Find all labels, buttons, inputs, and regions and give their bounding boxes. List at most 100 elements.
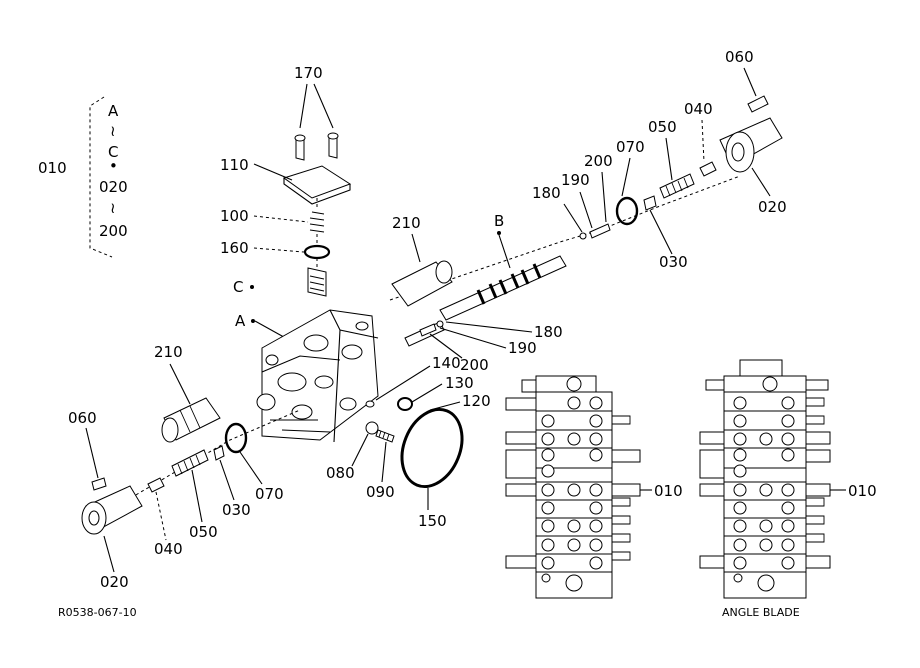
callout-030-top: 030: [659, 253, 688, 271]
port-circle: [589, 414, 603, 428]
callout-120: 120: [462, 392, 491, 410]
callout-200-top: 200: [584, 152, 613, 170]
variant-020: 020: [99, 178, 128, 196]
callout-210-left: 210: [154, 343, 183, 361]
port-circle: [781, 538, 795, 552]
port-circle: [589, 448, 603, 462]
callout-020-left: 020: [100, 573, 129, 591]
callout-080: 080: [326, 464, 355, 482]
cap-assembly: 170 110 100 160: [220, 64, 352, 297]
port-circle: [781, 556, 795, 570]
port-circle: [759, 483, 773, 497]
callout-150: 150: [418, 512, 447, 530]
port-circle: [567, 432, 581, 446]
port-circle: [781, 501, 795, 515]
port-circle: [759, 519, 773, 533]
side-lug: [699, 449, 725, 479]
callout-100: 100: [220, 207, 249, 225]
callout-160: 160: [220, 239, 249, 257]
port-circle: [733, 396, 747, 410]
marker-a: A: [235, 312, 246, 330]
side-tab: [806, 515, 825, 525]
port-circle: [759, 538, 773, 552]
side-tab: [612, 533, 631, 543]
callout-190-mid: 190: [508, 339, 537, 357]
callout-190-top: 190: [561, 171, 590, 189]
port-circle: [733, 519, 747, 533]
variant-tilde-2: ≀: [110, 199, 116, 217]
caption-angle-blade: ANGLE BLADE: [722, 606, 800, 619]
callout-050-left: 050: [189, 523, 218, 541]
side-tab: [806, 397, 825, 407]
callout-090: 090: [366, 483, 395, 501]
side-tab: [612, 497, 631, 507]
callout-210-top: 210: [392, 214, 421, 232]
side-lug: [611, 483, 641, 497]
marker-c: C: [233, 278, 243, 296]
callout-040-left: 040: [154, 540, 183, 558]
port-circle: [567, 519, 581, 533]
callout-130: 130: [445, 374, 474, 392]
variant-dot: •: [109, 157, 118, 175]
callout-200-mid: 200: [460, 356, 489, 374]
side-tab: [806, 415, 825, 425]
side-lug: [505, 555, 537, 569]
side-tab: [612, 415, 631, 425]
port-circle: [541, 538, 555, 552]
callout-020-top: 020: [758, 198, 787, 216]
lower-left-assembly: 210 070 030 050 040 020 060: [68, 343, 301, 591]
port-circle: [567, 483, 581, 497]
marker-b: B: [494, 212, 504, 230]
side-lug: [611, 449, 641, 463]
port-circle: [541, 432, 555, 446]
side-lug: [505, 431, 537, 445]
variant-tilde-1: ≀: [110, 122, 116, 140]
side-lug: [699, 483, 725, 497]
port-circle: [733, 556, 747, 570]
callout-010-a: 010: [654, 482, 683, 500]
port-circle: [759, 432, 773, 446]
port-circle: [781, 519, 795, 533]
port-circle: [541, 519, 555, 533]
variant-c: C: [108, 143, 118, 161]
figure-code: R0538-067-10: [58, 606, 137, 619]
port-circle: [733, 483, 747, 497]
side-lug: [699, 431, 725, 445]
port-circle: [589, 556, 603, 570]
port-circle: [733, 464, 747, 478]
side-tab: [806, 533, 825, 543]
callout-030-left: 030: [222, 501, 251, 519]
port-circle: [757, 574, 775, 592]
port-circle: [781, 448, 795, 462]
port-circle: [781, 414, 795, 428]
valve-stack-angle-blade: [699, 359, 846, 599]
callout-060-top: 060: [725, 48, 754, 66]
variant-group: 010 A ≀ C • 020 ≀ 200: [38, 96, 128, 258]
valve-body: [256, 309, 379, 443]
port-circle: [589, 483, 603, 497]
side-tab: [612, 515, 631, 525]
side-lug: [505, 483, 537, 497]
side-lug: [505, 397, 537, 411]
side-lug: [805, 483, 831, 497]
port-circle: [589, 432, 603, 446]
variant-200: 200: [99, 222, 128, 240]
callout-060-left: 060: [68, 409, 97, 427]
callout-180-mid: 180: [534, 323, 563, 341]
side-lug: [805, 449, 831, 463]
callout-070-top: 070: [616, 138, 645, 156]
port-circle: [733, 432, 747, 446]
port-circle: [733, 573, 743, 583]
port-circle: [541, 414, 555, 428]
port-circle: [541, 483, 555, 497]
port-circle: [733, 501, 747, 515]
side-lug: [805, 555, 831, 569]
variant-a: A: [108, 102, 119, 120]
port-circle: [781, 432, 795, 446]
callout-170: 170: [294, 64, 323, 82]
valve-stack-standard: [505, 375, 652, 599]
port-circle: [589, 538, 603, 552]
port-circle: [541, 464, 555, 478]
port-circle: [781, 396, 795, 410]
